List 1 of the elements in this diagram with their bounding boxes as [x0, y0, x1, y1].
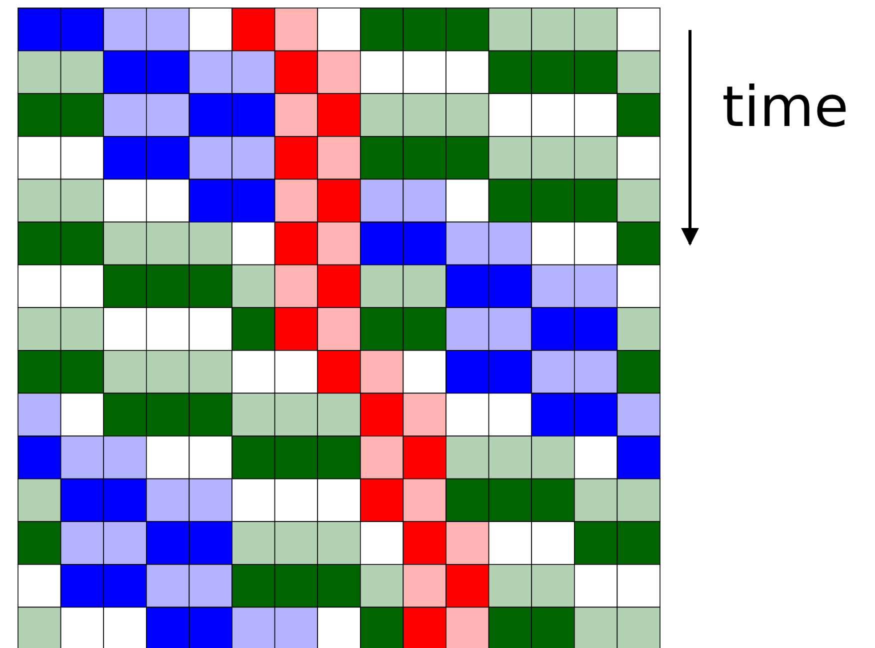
axis-label: time [722, 80, 849, 136]
